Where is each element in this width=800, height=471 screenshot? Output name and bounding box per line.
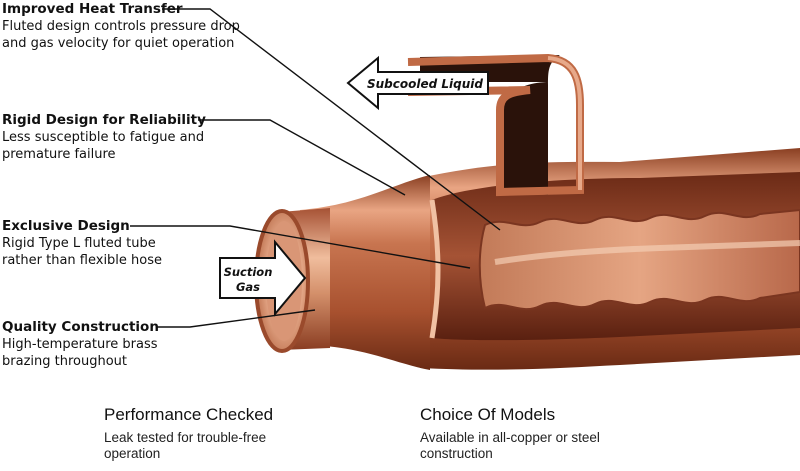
subcooled-liquid-label: Subcooled Liquid bbox=[367, 77, 483, 91]
callout-title: Rigid Design for Reliability bbox=[2, 112, 206, 128]
callout-exclusive-design: Exclusive Design Rigid Type L fluted tub… bbox=[2, 218, 162, 269]
callout-title: Improved Heat Transfer bbox=[2, 1, 183, 17]
feature-performance-checked: Performance Checked Leak tested for trou… bbox=[104, 405, 273, 462]
fluted-tube bbox=[478, 208, 800, 311]
leader-line-exclusive-design bbox=[130, 225, 471, 269]
reducer-cone bbox=[300, 175, 430, 370]
callout-description: High-temperature brass brazing throughou… bbox=[2, 337, 158, 369]
suction-gas-arrow bbox=[219, 239, 307, 317]
feature-title: Choice Of Models bbox=[420, 405, 556, 424]
suction-gas-label-line2: Gas bbox=[236, 280, 260, 294]
leader-line-heat-transfer bbox=[162, 8, 501, 231]
cutaway-edge bbox=[429, 199, 441, 339]
feature-description: Leak tested for trouble-free operation bbox=[104, 430, 267, 461]
callout-rigid-design: Rigid Design for Reliability Less suscep… bbox=[2, 112, 206, 163]
feature-description: Available in all-copper or steel constru… bbox=[420, 430, 600, 461]
callout-quality-construction: Quality Construction High-temperature br… bbox=[2, 319, 159, 370]
feature-choice-of-models: Choice Of Models Available in all-copper… bbox=[420, 405, 600, 462]
callout-description: Rigid Type L fluted tube rather than fle… bbox=[2, 236, 163, 268]
callout-description: Fluted design controls pressure drop and… bbox=[2, 19, 240, 51]
leader-line-quality-construction bbox=[156, 309, 316, 328]
riser-outer bbox=[547, 56, 582, 190]
callout-title: Quality Construction bbox=[2, 319, 159, 335]
callout-description: Less susceptible to fatigue and prematur… bbox=[2, 130, 205, 162]
fluted-tube-highlight bbox=[494, 240, 800, 265]
feature-title: Performance Checked bbox=[104, 405, 274, 424]
suction-gas-label-line1: Suction bbox=[224, 265, 273, 279]
leader-line-rigid-design bbox=[198, 119, 406, 196]
callout-title: Exclusive Design bbox=[2, 218, 130, 234]
subcooled-liquid-arrow bbox=[346, 55, 489, 111]
callout-improved-heat-transfer: Improved Heat Transfer Fluted design con… bbox=[2, 1, 240, 52]
